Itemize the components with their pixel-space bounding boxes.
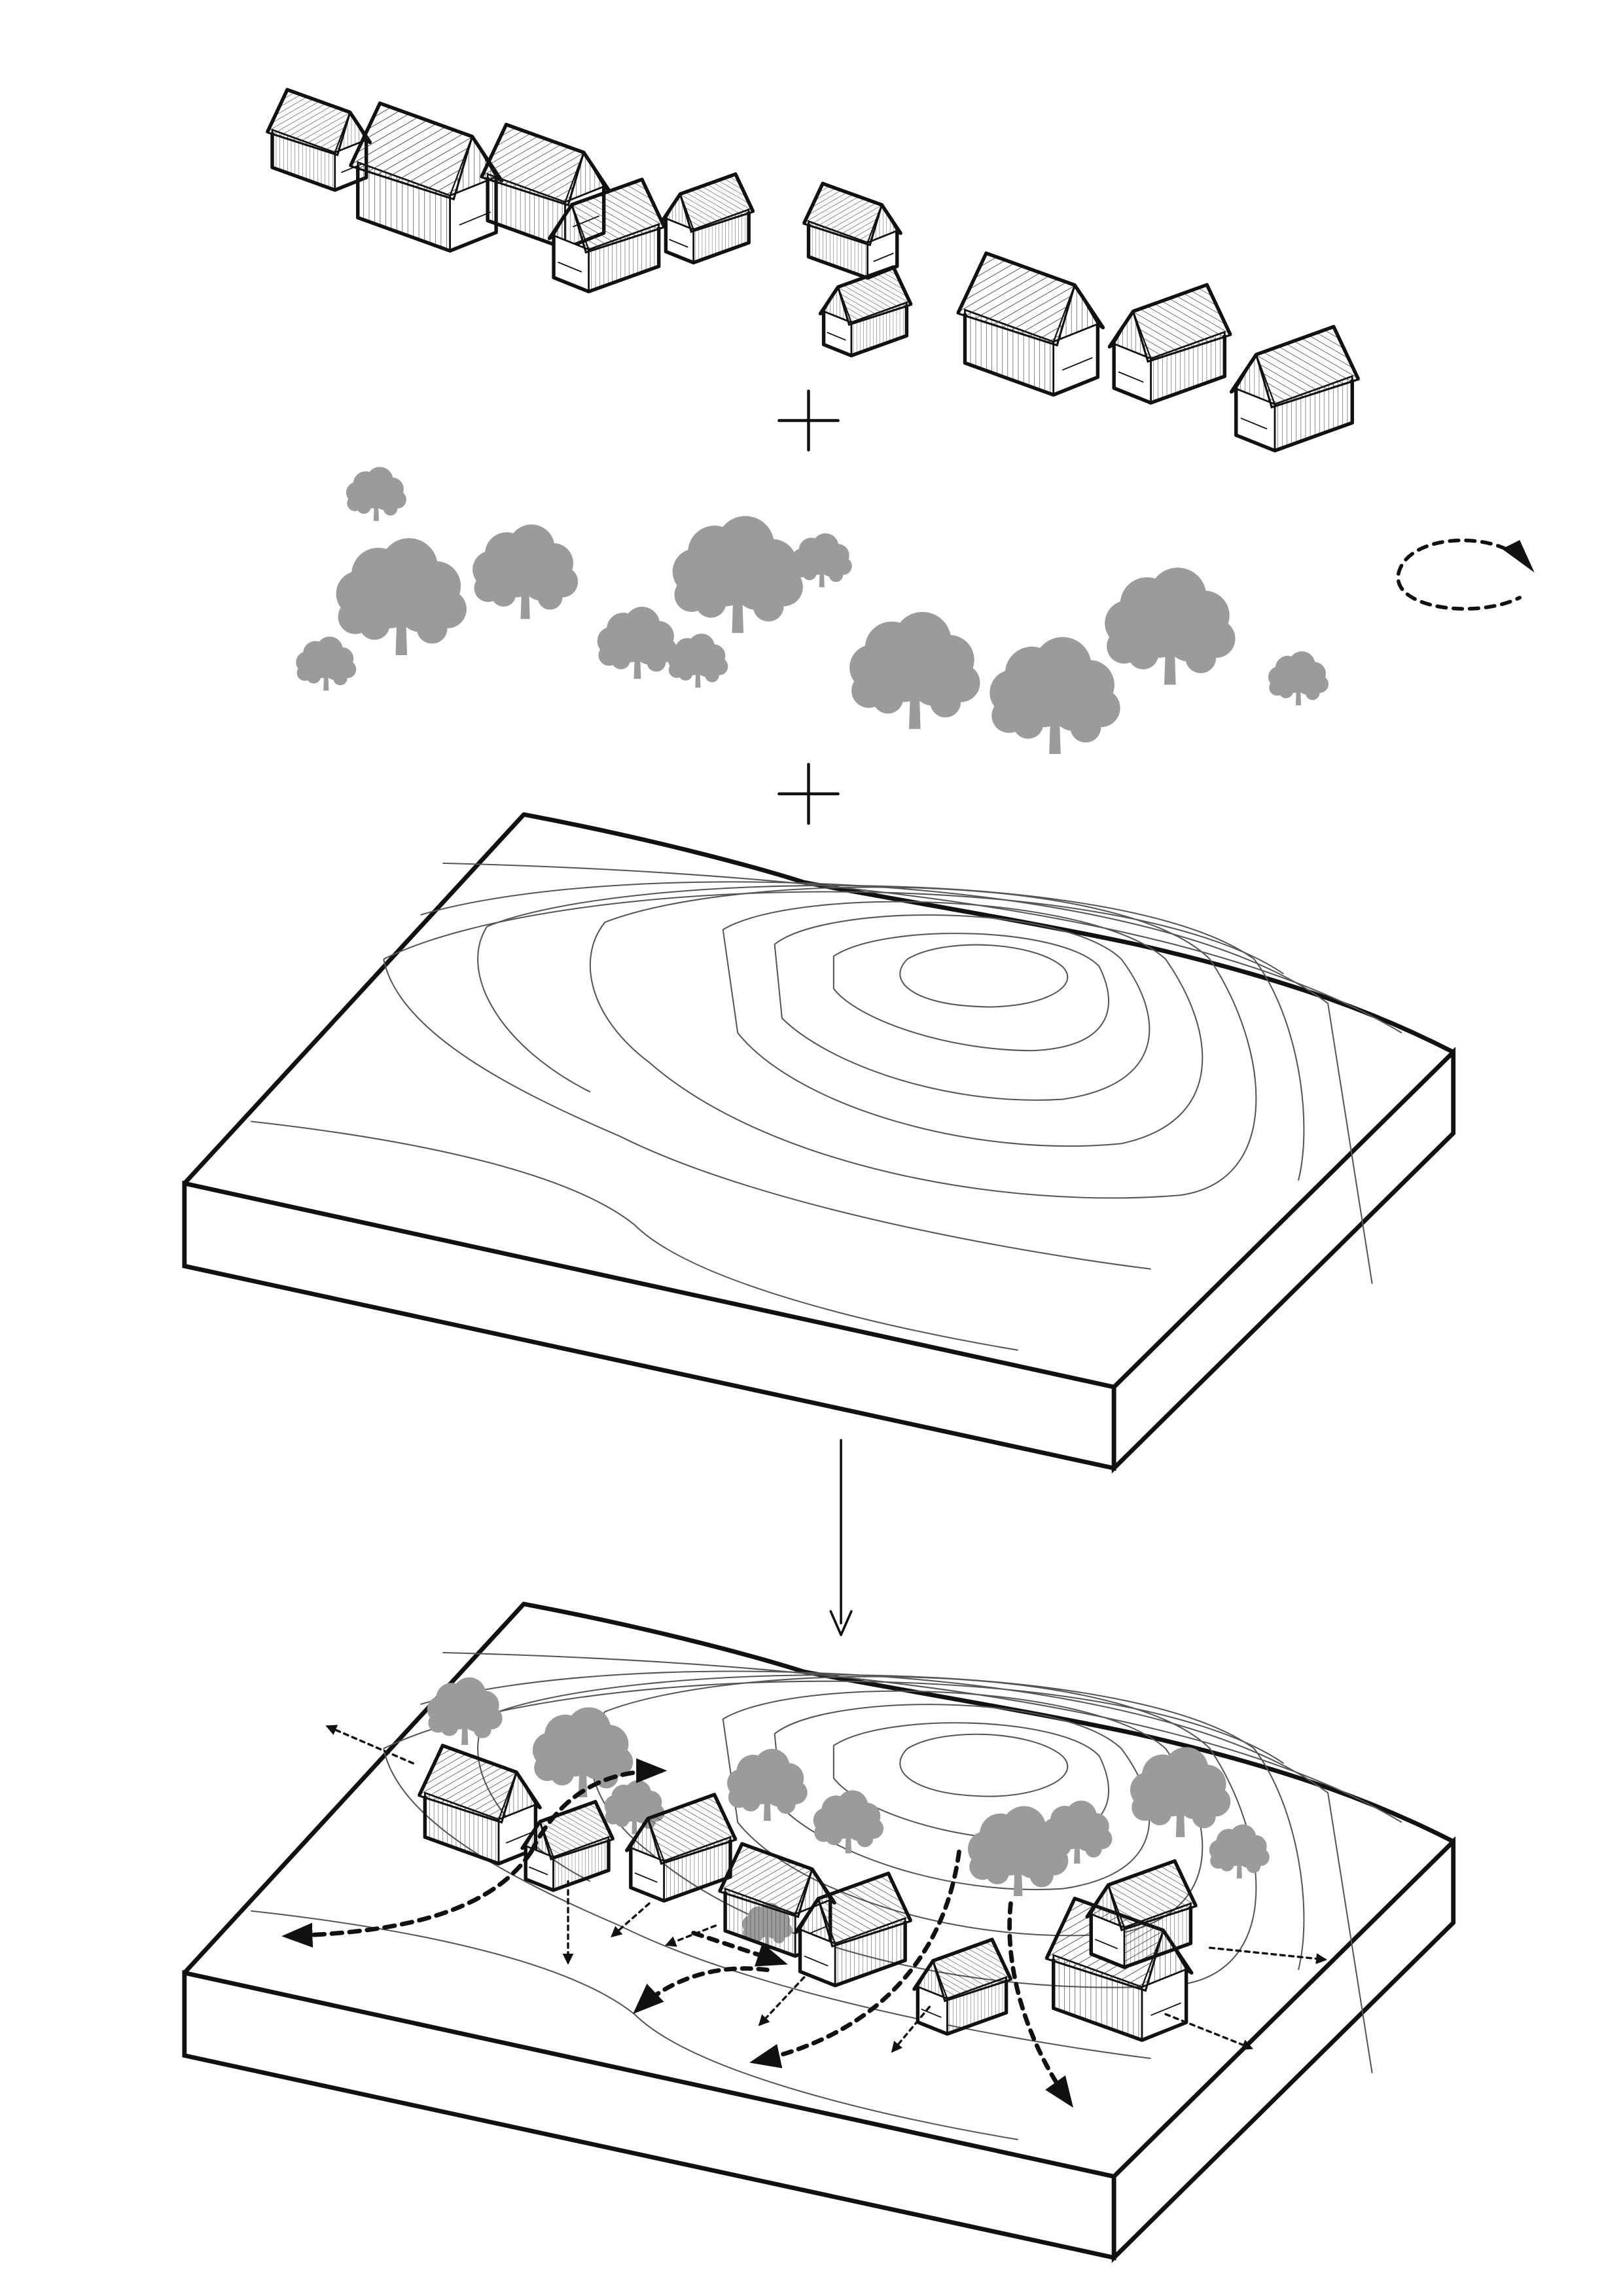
house bbox=[660, 172, 755, 265]
houses-layer bbox=[265, 88, 1361, 453]
combined-trees bbox=[427, 1677, 1270, 1948]
house bbox=[1229, 325, 1361, 453]
tree bbox=[346, 467, 406, 521]
down-arrow bbox=[829, 1439, 853, 1636]
tree bbox=[791, 533, 852, 588]
house bbox=[1107, 283, 1232, 405]
house bbox=[417, 1744, 542, 1866]
terrain-top-face bbox=[184, 814, 1454, 1388]
tree bbox=[1268, 651, 1329, 706]
terrain-side-face bbox=[1111, 1836, 1456, 2263]
contour-lines bbox=[251, 862, 1402, 1351]
trees-layer bbox=[296, 467, 1329, 755]
terrain-block bbox=[182, 812, 1456, 1474]
tree bbox=[597, 607, 678, 679]
house bbox=[265, 88, 372, 192]
tree bbox=[1130, 1747, 1231, 1837]
house bbox=[818, 265, 913, 358]
house bbox=[956, 251, 1105, 397]
plus-symbol bbox=[777, 762, 840, 825]
rotation-arrow-icon bbox=[1396, 538, 1535, 611]
terrain-side-face bbox=[1111, 1047, 1456, 1474]
tree bbox=[427, 1677, 503, 1745]
combined-site-block bbox=[182, 1602, 1456, 2263]
tree bbox=[727, 1749, 808, 1821]
combined-houses bbox=[417, 1744, 1198, 2042]
house bbox=[1085, 1859, 1198, 1969]
tree bbox=[813, 1790, 884, 1854]
house bbox=[912, 1937, 1013, 2036]
tree bbox=[1105, 567, 1236, 685]
tree bbox=[672, 516, 803, 634]
tree bbox=[473, 524, 579, 619]
tree bbox=[990, 637, 1120, 755]
house bbox=[349, 101, 504, 253]
house bbox=[547, 177, 666, 294]
house bbox=[480, 122, 611, 251]
movement-arrows bbox=[281, 1725, 1327, 2108]
house bbox=[794, 1871, 913, 1988]
tree bbox=[296, 636, 357, 691]
tree bbox=[1209, 1824, 1270, 1878]
tree bbox=[336, 538, 467, 655]
tree bbox=[668, 634, 728, 688]
house bbox=[802, 181, 902, 280]
house bbox=[625, 1793, 738, 1903]
plus-symbol bbox=[777, 389, 840, 452]
tree bbox=[1042, 1801, 1113, 1864]
tree bbox=[849, 611, 980, 729]
